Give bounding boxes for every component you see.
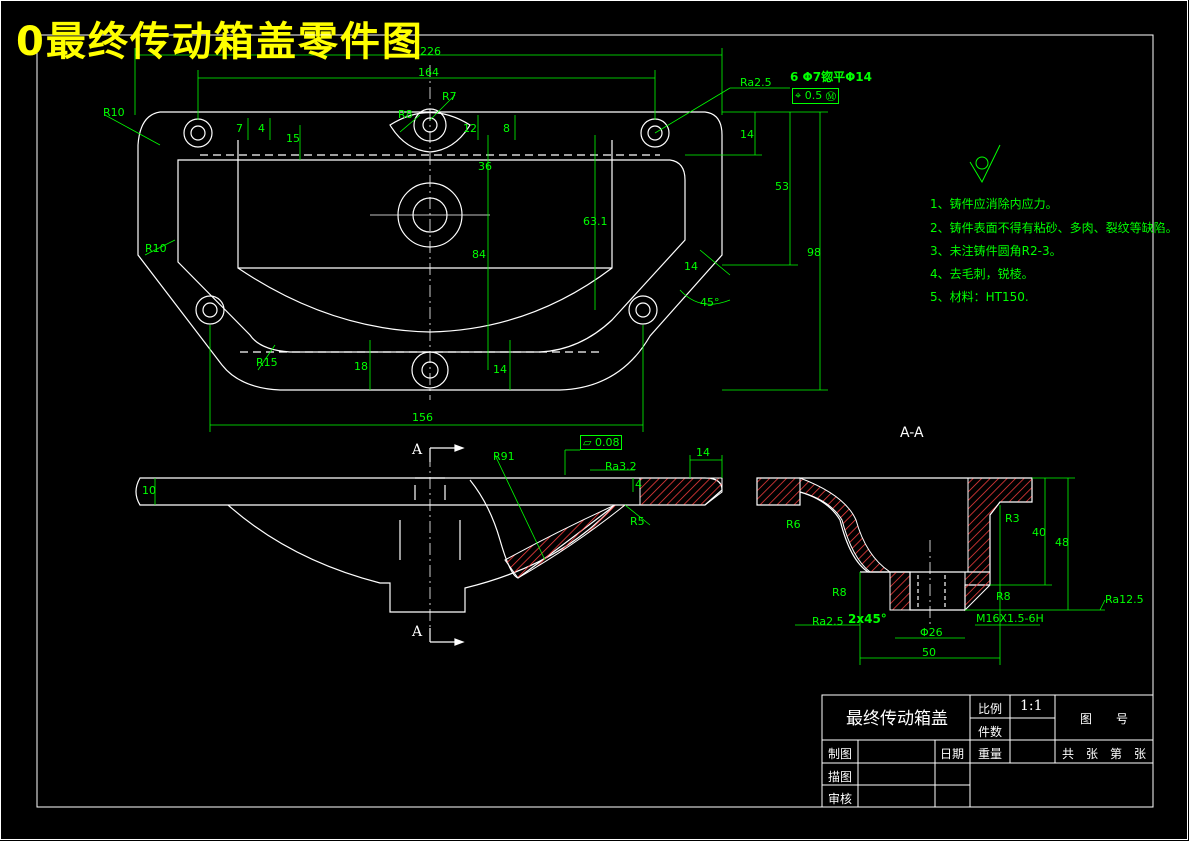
dim-45-deg: 45° (700, 296, 720, 309)
qty-label: 件数 (978, 725, 1003, 739)
dim-14-diag: 14 (684, 260, 698, 273)
flatness-tolerance: ▱ 0.08 (580, 435, 623, 450)
dim-10: 10 (142, 484, 156, 497)
dim-15: 15 (286, 132, 300, 145)
note-4: 4、去毛刺，锐棱。 (930, 267, 1034, 281)
chamfer-callout: 2x45° (848, 612, 887, 626)
section-label-a-bottom: A (412, 624, 423, 640)
drawing-no-label: 图 号 (1080, 712, 1129, 726)
dim-18: 18 (354, 360, 368, 373)
inner-frame (36, 34, 1154, 808)
dim-53: 53 (775, 180, 789, 193)
weight-label: 重量 (978, 747, 1003, 761)
section-label-a-top: A (412, 442, 423, 458)
radius-r8: R8 (398, 108, 413, 121)
dim-12: 12 (463, 122, 477, 135)
section-arrows (429, 444, 465, 646)
dim-7: 7 (236, 122, 243, 135)
roughness-ra2-5-top: Ra2.5 (740, 76, 772, 89)
traced-label: 描图 (828, 770, 853, 784)
dim-84: 84 (472, 248, 486, 261)
roughness-ra2-5-section: Ra2.5 (812, 615, 844, 628)
hole-callout: 6 Φ7锪平Φ14 (790, 70, 872, 84)
dim-phi26: Φ26 (920, 626, 943, 639)
note-1: 1、铸件应消除内应力。 (930, 197, 1058, 211)
note-2: 2、铸件表面不得有粘砂、多肉、裂纹等缺陷。 (930, 221, 1178, 235)
radius-r7: R7 (442, 90, 457, 103)
radius-r6: R6 (786, 518, 801, 531)
position-tolerance: ⌖ 0.5 Ⓜ (792, 88, 839, 104)
dim-40: 40 (1032, 526, 1046, 539)
section-title: A-A (900, 425, 924, 441)
dim-4: 4 (258, 122, 265, 135)
scale-label: 比例 (978, 702, 1003, 716)
scale-value: 1:1 (1020, 698, 1043, 714)
radius-r5: R5 (630, 515, 645, 528)
note-3: 3、未注铸件圆角R2-3。 (930, 244, 1062, 258)
bowl-outline (237, 140, 613, 333)
dim-36: 36 (478, 160, 492, 173)
title-block-grid (821, 694, 1154, 808)
front-view-dimensions (154, 449, 723, 561)
dim-226: 226 (420, 45, 441, 58)
dim-98: 98 (807, 246, 821, 259)
top-view-dimensions (104, 48, 828, 432)
top-view (137, 65, 723, 400)
cover-inner-rim (177, 159, 686, 353)
radius-r8-left: R8 (832, 586, 847, 599)
drawn-label: 制图 (828, 747, 853, 761)
roughness-ra12-5: Ra12.5 (1105, 593, 1144, 606)
dim-63-1: 63.1 (583, 215, 608, 228)
part-name: 最终传动箱盖 (846, 709, 948, 729)
front-hatch (504, 477, 723, 579)
position-tolerance-value: 0.5 (804, 89, 823, 102)
dim-8: 8 (503, 122, 510, 135)
dim-164: 164 (418, 66, 439, 79)
hole-left (195, 295, 225, 325)
section-hatch (756, 477, 1033, 612)
hole-top-left (183, 118, 213, 148)
dim-48: 48 (1055, 536, 1069, 549)
radius-r15: R15 (256, 356, 278, 369)
radius-r10-top: R10 (103, 106, 125, 119)
dim-14-front: 14 (696, 446, 710, 459)
dim-50: 50 (922, 646, 936, 659)
dim-14-right: 14 (740, 128, 754, 141)
drawing-title: 0最终传动箱盖零件图 (16, 19, 424, 65)
radius-r3: R3 (1005, 512, 1020, 525)
hole-right (628, 295, 658, 325)
flatness-value: 0.08 (594, 436, 620, 449)
sheets-label: 共 张 第 张 (1062, 747, 1147, 761)
roughness-ra3-2: Ra3.2 (605, 460, 637, 473)
checked-label: 审核 (828, 792, 853, 806)
date-label: 日期 (940, 747, 965, 761)
dim-156: 156 (412, 411, 433, 424)
section-view-dimensions (795, 477, 1106, 665)
radius-r91: R91 (493, 450, 515, 463)
thread-callout: M16X1.5-6H (976, 612, 1044, 625)
boss-top-outline (389, 111, 471, 153)
bowl-profile (227, 504, 616, 613)
dim-4-front: 4 (635, 478, 642, 491)
radius-r10-left: R10 (145, 242, 167, 255)
cover-outline (137, 111, 723, 391)
roughness-symbol (969, 144, 1001, 184)
note-5: 5、材料：HT150. (930, 290, 1029, 304)
radius-r8-right: R8 (996, 590, 1011, 603)
dim-14-bottom: 14 (493, 363, 507, 376)
